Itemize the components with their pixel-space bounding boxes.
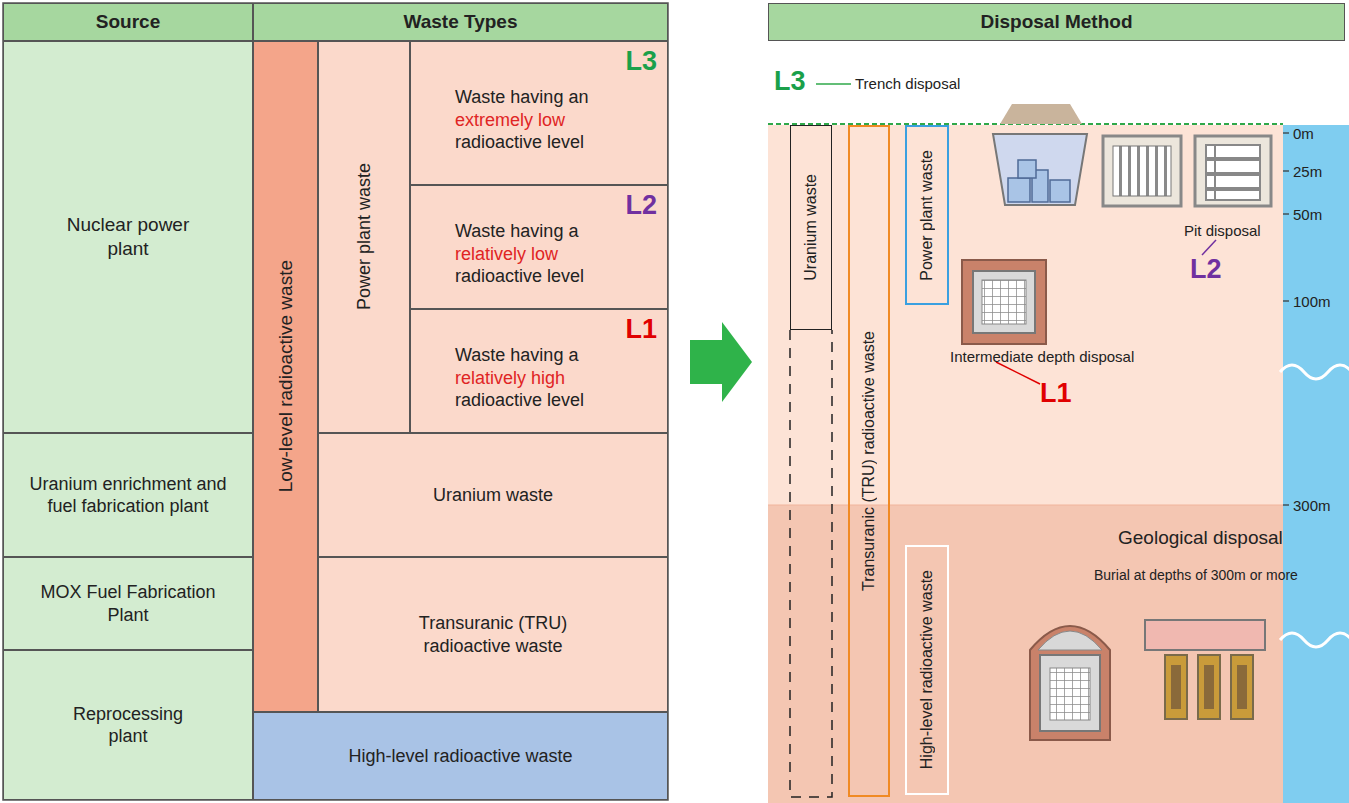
text-body: Uranium enrichment and fuel fabrication … (28, 473, 228, 518)
level-tag: L3 (774, 66, 806, 97)
method-label: Intermediate depth disposal (950, 348, 1134, 365)
node-text: Uranium enrichment and fuel fabrication … (29, 474, 226, 517)
text-body: Source (96, 10, 160, 34)
node-text: Transuranic (TRU) radioactive waste (860, 331, 877, 591)
source-cell: Nuclear power plant (3, 41, 253, 433)
node-text: High-level radioactive waste (918, 570, 935, 769)
depth-mark: 0m (1293, 125, 1314, 142)
level-tag: L2 (625, 192, 657, 219)
level-tag: L1 (625, 316, 657, 343)
method-note: Burial at depths of 300m or more (1094, 567, 1298, 583)
waste-band: Power plant waste (318, 41, 410, 433)
node-text: High-level radioactive waste (348, 746, 572, 766)
node-text: Nuclear power plant (67, 214, 190, 259)
method-label: Trench disposal (855, 75, 960, 92)
highlight-text: relatively low (455, 244, 558, 264)
text-body: Waste having an extremely low radioactiv… (455, 86, 625, 154)
waste-bar: High-level radioactive waste (905, 545, 949, 795)
waste-bar: Uranium waste (790, 125, 832, 330)
method-label: Pit disposal (1184, 222, 1261, 239)
text-body: Uranium waste (433, 484, 553, 507)
waste-cell: High-level radioactive waste (253, 712, 668, 800)
node-text: Waste having a (455, 345, 578, 365)
waste-cell: Uranium waste (318, 433, 668, 557)
column-header: Source (3, 3, 253, 41)
waste-bar: Transuranic (TRU) radioactive waste (848, 125, 890, 797)
flow-arrow (690, 322, 752, 402)
text-body: Uranium waste (801, 174, 821, 281)
text-body: Power plant waste (353, 163, 376, 310)
node-text: radioactive level (455, 390, 584, 410)
text-body: Waste having a relatively low radioactiv… (455, 220, 625, 288)
level-tag: L1 (1040, 378, 1072, 409)
text-body: Disposal Method (980, 10, 1132, 34)
pit-vault (1195, 136, 1271, 206)
trench-pit (993, 134, 1087, 205)
source-cell: Uranium enrichment and fuel fabrication … (3, 433, 253, 557)
level-tag: L2 (1190, 254, 1222, 285)
waste-cell: Waste having an extremely low radioactiv… (410, 41, 668, 185)
waste-cell: Transuranic (TRU) radioactive waste (318, 557, 668, 712)
node-text: Waste having a (455, 221, 578, 241)
trench-mound (1000, 104, 1082, 124)
waste-bar: Power plant waste (905, 125, 949, 305)
source-cell: Reprocessing plant (3, 650, 253, 800)
node-text: radioactive level (455, 266, 584, 286)
text-body: Transuranic (TRU) radioactive waste (859, 331, 879, 591)
text-body: Waste Types (403, 10, 517, 34)
text-body: Reprocessing plant (53, 703, 203, 748)
waste-band: Low-level radioactive waste (253, 41, 318, 712)
source-cell: MOX Fuel Fabrication Plant (3, 557, 253, 650)
depth-scale (1283, 125, 1349, 803)
node-text: Source (96, 11, 160, 32)
depth-mark: 300m (1293, 497, 1331, 514)
text-body: Low-level radioactive waste (274, 260, 298, 492)
text-body: Transuranic (TRU) radioactive waste (393, 612, 593, 657)
pit-vault (1103, 136, 1181, 206)
node-text: MOX Fuel Fabrication Plant (40, 582, 215, 625)
text-body: MOX Fuel Fabrication Plant (18, 581, 238, 626)
intermediate-vault (962, 260, 1046, 344)
waste-cell: Waste having a relatively low radioactiv… (410, 185, 668, 309)
depth-mark: 50m (1293, 206, 1322, 223)
node-text: Uranium waste (433, 485, 553, 505)
text-body: Waste having a relatively high radioacti… (455, 344, 625, 412)
text-body: High-level radioactive waste (348, 745, 572, 768)
node-text: Waste Types (403, 11, 517, 32)
text-body: Power plant waste (917, 150, 937, 281)
waste-cell: Waste having a relatively high radioacti… (410, 309, 668, 433)
node-text: Reprocessing plant (73, 704, 183, 747)
depth-mark: 25m (1293, 163, 1322, 180)
text-body: Nuclear power plant (53, 213, 203, 261)
node-text: Power plant waste (354, 163, 374, 310)
node-text: Transuranic (TRU) radioactive waste (419, 613, 567, 656)
column-header: Waste Types (253, 3, 668, 41)
method-label: Geological disposal (1118, 527, 1283, 549)
level-tag: L3 (625, 48, 657, 75)
geological-vault (1030, 626, 1110, 740)
node-text: Disposal Method (980, 11, 1132, 32)
node-text: Low-level radioactive waste (275, 260, 296, 492)
highlight-text: relatively high (455, 368, 565, 388)
node-text: radioactive level (455, 132, 584, 152)
node-text: Waste having an (455, 87, 588, 107)
text-body: High-level radioactive waste (917, 570, 937, 769)
depth-mark: 100m (1293, 293, 1331, 310)
node-text: Uranium waste (802, 174, 819, 281)
highlight-text: extremely low (455, 110, 565, 130)
column-header: Disposal Method (768, 3, 1345, 41)
disposal-tunnel (1145, 620, 1265, 650)
node-text: Power plant waste (918, 150, 935, 281)
